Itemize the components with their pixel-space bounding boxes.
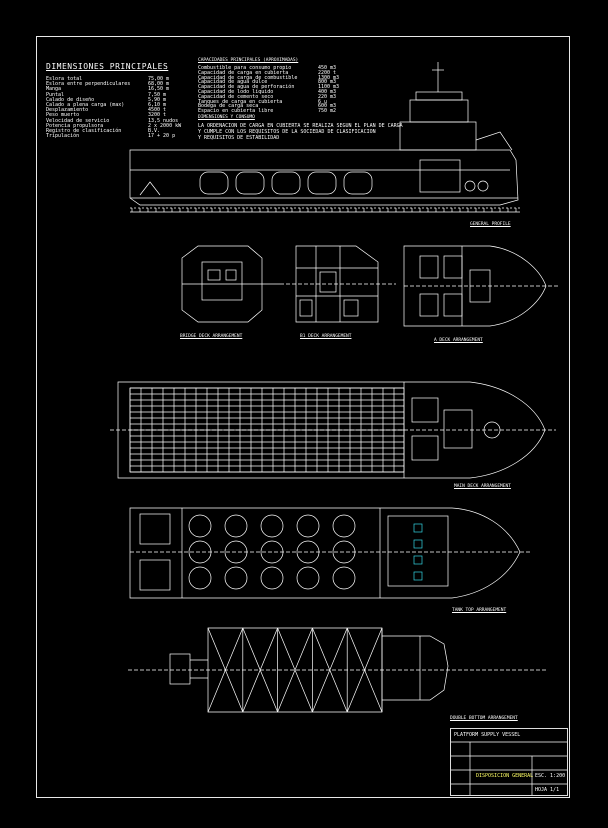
title-block-sheet: HOJA 1/1 xyxy=(535,787,560,793)
capacity-value: 2200 t xyxy=(318,69,337,76)
bridge-deck-caption: BRIDGE DECK ARRANGEMENT xyxy=(180,334,243,339)
profile-caption: GENERAL PROFILE xyxy=(470,222,511,227)
double-bottom-caption: DOUBLE BOTTOM ARRANGEMENT xyxy=(450,716,518,721)
cargo-tank xyxy=(260,566,284,590)
spec-label: Eslora entre perpendiculares xyxy=(46,81,131,88)
a-deck-caption: A DECK ARRANGEMENT xyxy=(434,338,483,343)
bridge-deck-view xyxy=(181,245,280,323)
cargo-tank xyxy=(188,566,212,590)
cargo-tank xyxy=(224,566,248,590)
title-block-project: PLATFORM SUPPLY VESSEL xyxy=(454,732,521,738)
spec-label: Calado a plena carga (max) xyxy=(46,102,125,108)
spec-value: 75,00 m xyxy=(148,76,170,82)
notes-line: Y CUMPLE CON LOS REQUISITOS DE LA SOCIED… xyxy=(198,129,376,135)
cargo-tank xyxy=(224,540,248,564)
spec-value: 2 x 2000 kW xyxy=(148,122,182,129)
spec-label: Puntal xyxy=(46,91,65,98)
b1-deck-caption: B1 DECK ARRANGEMENT xyxy=(300,334,352,339)
capacity-label: Capacidad de lodo líquido xyxy=(198,89,274,95)
spec-label: Manga xyxy=(46,86,62,93)
spec-label: Peso muerto xyxy=(46,112,80,119)
capacity-value: 800 m3 xyxy=(318,79,337,86)
capacity-value: 600 m3 xyxy=(318,103,337,110)
db-tank-diagonal xyxy=(207,627,244,713)
spec-label: Desplazamiento xyxy=(46,107,89,114)
spec-value: 5,90 m xyxy=(148,96,167,103)
cargo-tank xyxy=(332,514,356,538)
cargo-tank xyxy=(260,540,284,564)
capacity-label: Espacio en cubierta libre xyxy=(198,108,274,115)
capacity-value: 400 m3 xyxy=(318,89,337,95)
tank-top-view xyxy=(129,507,530,599)
cargo-tank xyxy=(188,540,212,564)
cargo-tank xyxy=(332,540,356,564)
capacity-value: 450 m3 xyxy=(318,65,337,71)
cargo-tank xyxy=(188,514,212,538)
capacities-heading: CAPACIDADES PRINCIPALES (APROXIMADAS) xyxy=(198,58,299,63)
spec-value: 6,10 m xyxy=(148,102,167,108)
notes-heading: DIMENSIONES Y CONSUMO xyxy=(198,115,255,120)
spec-value: 16,50 m xyxy=(148,86,170,93)
capacity-value: 220 m3 xyxy=(318,93,337,100)
db-tank-diagonal xyxy=(277,627,313,713)
spec-label: Registro de clasificación xyxy=(46,128,122,134)
general-profile-view xyxy=(129,62,520,213)
db-tank-diagonal xyxy=(312,627,348,713)
spec-value: 3200 t xyxy=(148,112,167,119)
cargo-tank xyxy=(296,540,320,564)
capacity-label: Capacidad de agua dulce xyxy=(198,79,268,86)
spec-label: Potencia propulsora xyxy=(46,122,104,129)
capacity-label: Bodega de carga seca xyxy=(198,103,259,110)
spec-value: 17 + 20 p xyxy=(148,133,176,140)
cargo-tank xyxy=(224,514,248,538)
main-deck-caption: MAIN DECK ARRANGEMENT xyxy=(454,484,511,489)
spec-value: 68,00 m xyxy=(148,81,170,88)
db-tank-diagonal xyxy=(346,627,383,713)
double-bottom-view xyxy=(128,627,548,713)
title-block-lines xyxy=(450,741,568,796)
spec-label: Eslora total xyxy=(46,76,83,82)
db-tank-diagonal xyxy=(242,627,278,713)
capacity-label: Capacidad de carga en cubierta xyxy=(198,69,289,76)
title-block-drawing: DISPOSICION GENERAL xyxy=(476,773,534,779)
capacity-label: Capacidad de carga de combustible xyxy=(198,74,298,81)
spec-label: Tripulación xyxy=(46,133,80,140)
notes-line: Y REQUISITOS DE ESTABILIDAD xyxy=(198,135,280,141)
title-block-scale: ESC. 1:200 xyxy=(535,773,566,779)
cargo-tank xyxy=(332,566,356,590)
tank-top-caption: TANK TOP ARRANGEMENT xyxy=(452,608,507,613)
capacity-value: 6 u xyxy=(318,98,328,105)
specs-title: DIMENSIONES PRINCIPALES xyxy=(46,62,169,71)
spec-value: 7,50 m xyxy=(148,91,167,98)
capacity-value: 1100 m3 xyxy=(318,84,340,91)
cargo-tank xyxy=(260,514,284,538)
spec-label: Velocidad de servicio xyxy=(46,117,110,124)
capacity-label: Capacidad de agua de perforación xyxy=(198,84,295,91)
main-deck-view xyxy=(110,381,556,479)
cargo-tank xyxy=(296,566,320,590)
title-block xyxy=(450,728,568,796)
b1-deck-view xyxy=(280,245,396,323)
cargo-tank xyxy=(296,514,320,538)
spec-value: 4500 t xyxy=(148,107,167,114)
notes-line: LA ORDENACION DE CARGA EN CUBIERTA SE RE… xyxy=(198,123,403,129)
capacity-label: Tanques de carga en cubierta xyxy=(198,98,283,105)
capacity-value: 750 m2 xyxy=(318,108,337,115)
spec-value: B.V. xyxy=(148,128,161,134)
a-deck-view xyxy=(403,245,560,327)
spec-label: Calado de diseño xyxy=(46,96,95,103)
drawing-sheet-border xyxy=(36,36,570,798)
capacity-value: 1300 m3 xyxy=(318,74,340,81)
spec-value: 13,5 nudos xyxy=(148,117,179,124)
capacity-label: Capacidad de cemento seco xyxy=(198,93,274,100)
capacity-label: Combustible para consumo propio xyxy=(198,65,292,71)
